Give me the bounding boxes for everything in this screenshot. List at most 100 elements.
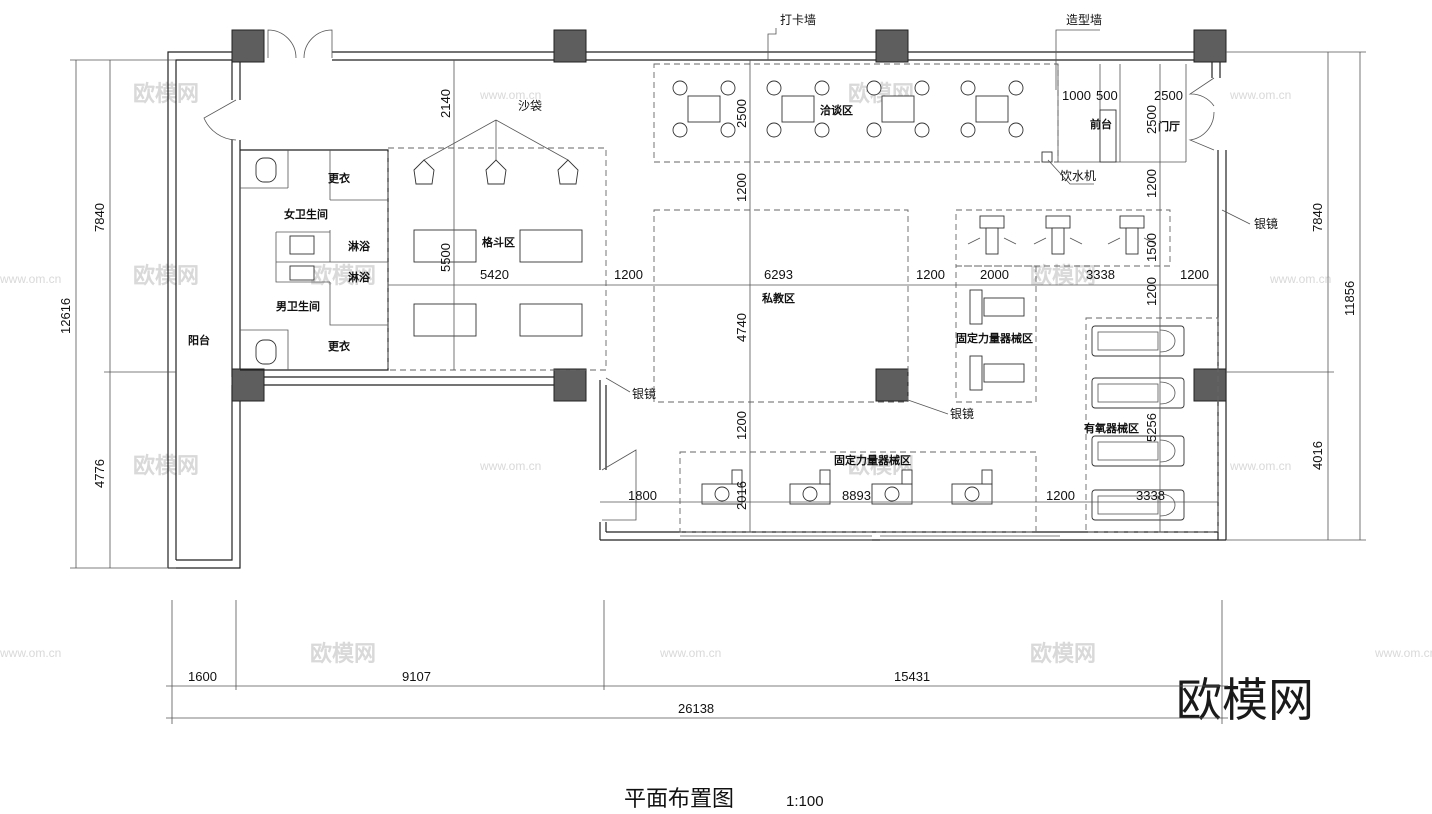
dim-text: 2500 (1144, 105, 1159, 134)
label-shower-top: 淋浴 (348, 239, 371, 253)
mat-icon (413, 229, 477, 263)
cardio-zone: 有氧器械区 (1084, 317, 1219, 533)
machine-icon (701, 469, 743, 505)
dim-text: 9107 (402, 669, 431, 684)
column (553, 368, 587, 402)
machine-icon (1107, 215, 1157, 255)
door-swing (601, 449, 637, 521)
door-swing (203, 99, 237, 141)
door-swing (1188, 77, 1215, 107)
columns (231, 29, 1227, 402)
dim-text: 2000 (980, 267, 1009, 282)
machine-icon (969, 355, 1025, 391)
sink-icon (289, 265, 315, 281)
dim-text: 1200 (614, 267, 643, 282)
washroom-block: 更衣 女卫生间 淋浴 淋浴 男卫生间 更衣 阳台 (188, 149, 389, 371)
walls (167, 51, 1227, 569)
water-dispenser-icon (1041, 151, 1053, 163)
dim-text: 500 (1096, 88, 1118, 103)
window-south (680, 535, 1060, 541)
dim-text: 5500 (438, 243, 453, 272)
toilet-icon (255, 157, 277, 183)
wall-west-room (231, 60, 241, 377)
watermark-url: www.om.cn (1229, 88, 1291, 102)
dim-text: 12616 (58, 298, 73, 334)
treadmill-icon (1091, 435, 1185, 467)
label-mirror-east: 银镜 (1254, 216, 1278, 231)
reception-desk (1099, 109, 1117, 163)
dim-text: 11856 (1342, 281, 1357, 316)
exterior-dimensions: 12616 7840 4776 11856 7840 4016 1600 910… (58, 51, 1366, 724)
dim-text: 1200 (734, 411, 749, 440)
door-swing (267, 29, 297, 59)
wall-mid (232, 376, 560, 386)
strength-zone-outline (679, 451, 1037, 533)
label-cardio: 有氧器械区 (1084, 421, 1139, 435)
label-shower-bottom: 淋浴 (348, 270, 371, 284)
watermark-url: www.om.cn (479, 88, 541, 102)
dim-text: 2500 (1154, 88, 1183, 103)
sandbag-icon (413, 159, 435, 185)
table-set-icon (766, 80, 830, 138)
reception-lines (1057, 64, 1187, 163)
dim-text: 2500 (734, 99, 749, 128)
dim-text: 1000 (1062, 88, 1091, 103)
dim-text: 4740 (734, 313, 749, 342)
leader-line (1055, 29, 1100, 90)
dim-text: 1200 (916, 267, 945, 282)
label-balcony: 阳台 (188, 333, 210, 347)
label-private: 私教区 (762, 291, 795, 305)
internal-dimensions (388, 60, 1218, 532)
column (1193, 29, 1227, 63)
dim-text: 5420 (480, 267, 509, 282)
column (1193, 368, 1227, 402)
watermark-logo: 欧模网 (133, 263, 199, 289)
dim-text: 2140 (438, 89, 453, 118)
dim-text: 26138 (678, 701, 714, 716)
dim-text: 1200 (1144, 277, 1159, 306)
label-reception: 前台 (1090, 117, 1112, 131)
machine-icon (871, 469, 913, 505)
dim-line (388, 60, 1218, 532)
sandbag-lines (423, 119, 569, 161)
reception-area: 前台 门厅 饮水机 (1041, 64, 1187, 185)
dim-text: 1200 (1046, 488, 1075, 503)
private-zone: 私教区 (653, 209, 909, 403)
boxing-zone: 格斗区 沙袋 (387, 99, 607, 371)
dim-text: 1600 (188, 669, 217, 684)
machine-icon (967, 215, 1017, 255)
label-boxing: 格斗区 (482, 235, 515, 249)
column (553, 29, 587, 63)
machine-icon (951, 469, 993, 505)
wall-west-outer (167, 51, 238, 568)
watermark-url: www.om.cn (1374, 646, 1432, 660)
machine-icon (789, 469, 831, 505)
label-changing-bottom: 更衣 (328, 339, 351, 353)
label-water-dispenser: 饮水机 (1060, 169, 1096, 183)
watermark-logo: 欧模网 (310, 263, 376, 289)
dim-text: 2016 (734, 481, 749, 510)
sandbag-icon (557, 159, 579, 185)
label-mirror-private: 银镜 (950, 406, 974, 421)
wall-north (332, 51, 1212, 61)
dim-line (70, 59, 176, 569)
mat-icon (413, 303, 477, 337)
dim-text: 7840 (92, 203, 107, 232)
sandbag-icon (485, 159, 507, 185)
label-womens-wc: 女卫生间 (284, 207, 328, 221)
dim-text: 6293 (764, 267, 793, 282)
watermark-url: www.om.cn (0, 272, 61, 286)
cardio-zone-outline (1085, 317, 1219, 533)
mat-icon (519, 303, 583, 337)
leader-line (1221, 209, 1251, 225)
treadmill-icon (1091, 377, 1185, 409)
drawing-scale: 1:100 (786, 793, 824, 810)
machine-icon (969, 289, 1025, 325)
dim-text: 1800 (628, 488, 657, 503)
leader-line (1047, 159, 1094, 185)
negotiation-zone: 洽谈区 打卡墙 造型墙 (653, 13, 1102, 163)
leader-line (907, 399, 949, 415)
dim-text: 1200 (1180, 267, 1209, 282)
watermark-logo-large: 欧模网 (1176, 673, 1314, 727)
